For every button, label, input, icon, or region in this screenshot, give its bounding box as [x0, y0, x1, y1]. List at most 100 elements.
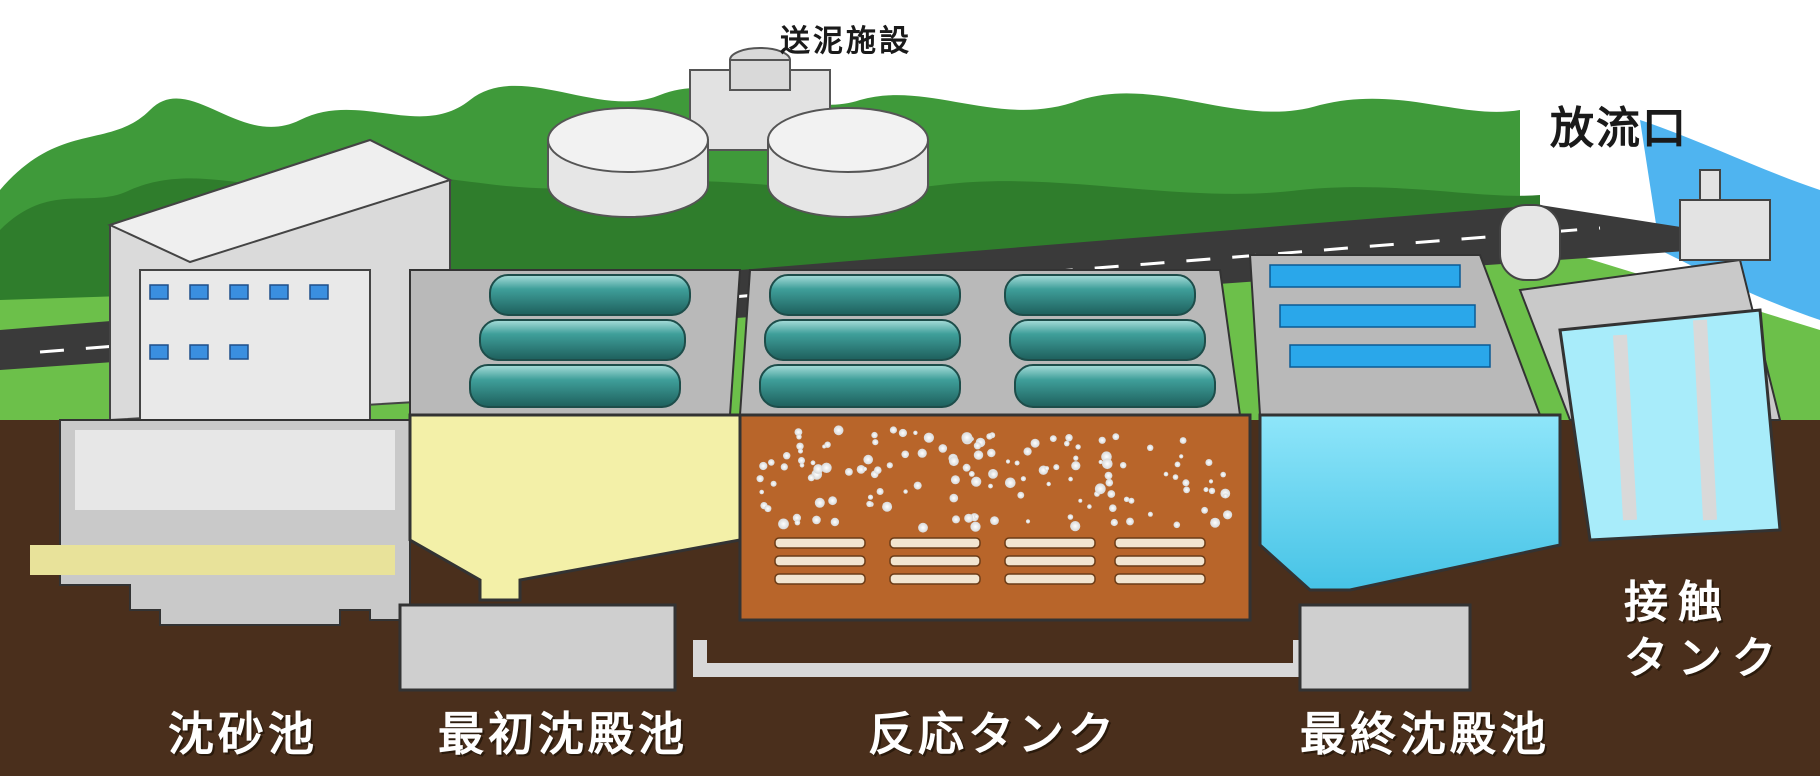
- label-sludge-facility: 送泥施設: [780, 24, 912, 59]
- aeration-bubble: [973, 450, 984, 460]
- aeration-bubble: [1182, 479, 1190, 487]
- aeration-bubble: [1107, 490, 1116, 498]
- aeration-bubble: [949, 456, 959, 467]
- aeration-bubble: [1098, 459, 1103, 465]
- aeration-bubble: [821, 462, 832, 473]
- aeration-bubble: [1104, 471, 1113, 480]
- aeration-bubble: [1098, 436, 1106, 444]
- aeration-bubble: [1053, 464, 1060, 471]
- aeration-bubble: [871, 431, 878, 439]
- aeration-bubble: [872, 439, 879, 446]
- aeration-bubble: [882, 501, 893, 512]
- aeration-bubble: [796, 434, 802, 440]
- aeration-bubble: [813, 464, 824, 474]
- aeration-bubble: [913, 481, 922, 490]
- aeration-bubble: [1174, 461, 1181, 468]
- aeration-bubble: [792, 513, 802, 523]
- reaction-tank: [693, 269, 1307, 677]
- aeration-bubble: [856, 465, 866, 474]
- aeration-bubble: [1126, 517, 1134, 526]
- diffusers: [774, 537, 1206, 585]
- aeration-bubble: [990, 516, 999, 525]
- aeration-bubble: [950, 475, 960, 485]
- aeration-bubble: [1109, 504, 1117, 512]
- aeration-bubble: [989, 470, 998, 479]
- aeration-bubble: [1208, 479, 1214, 484]
- final-settling-tank: [1248, 254, 1562, 692]
- aeration-bubble: [1220, 471, 1226, 478]
- aeration-bubble: [1173, 521, 1181, 529]
- aeration-bubble: [794, 519, 801, 526]
- aeration-bubble: [863, 454, 873, 465]
- aeration-bubble: [798, 457, 805, 464]
- aeration-bubble: [1105, 478, 1114, 487]
- aeration-bubble: [1065, 434, 1073, 442]
- aeration-bubble: [988, 483, 993, 489]
- aeration-bubble: [1067, 514, 1074, 520]
- aeration-bubble: [889, 426, 898, 434]
- aeration-bubble: [1023, 447, 1032, 456]
- aeration-bubble: [1147, 444, 1154, 451]
- aeration-bubble: [901, 450, 909, 459]
- contact-tank: [1518, 258, 1782, 542]
- aeration-bubble: [798, 448, 803, 454]
- aeration-bubble: [1070, 521, 1081, 532]
- aeration-bubble: [807, 474, 815, 482]
- aeration-bubble: [886, 462, 893, 469]
- aeration-bubble: [1005, 459, 1011, 464]
- aeration-bubble: [778, 518, 789, 530]
- aeration-bubble: [1179, 437, 1187, 444]
- aeration-bubble: [1147, 511, 1153, 517]
- sludge-facility: [547, 47, 929, 218]
- aeration-bubble: [1087, 504, 1092, 509]
- label-outlet: 放流口: [1550, 103, 1688, 154]
- aeration-bubble: [917, 448, 927, 458]
- aeration-bubble: [1017, 491, 1025, 499]
- aeration-bubble: [1025, 519, 1031, 524]
- aeration-bubble: [1014, 460, 1020, 466]
- aeration-bubble: [830, 517, 840, 527]
- aeration-bubble: [913, 430, 918, 435]
- aeration-bubble: [968, 471, 975, 477]
- aeration-bubble: [799, 463, 805, 468]
- aeration-bubble: [833, 425, 844, 436]
- aeration-bubble: [1110, 518, 1118, 527]
- aeration-bubble: [1094, 483, 1106, 495]
- aeration-bubble: [961, 432, 973, 443]
- aeration-bubble: [867, 494, 874, 500]
- aeration-bubble: [876, 488, 884, 495]
- aeration-bubble: [962, 463, 971, 472]
- aeration-bubble: [783, 452, 791, 460]
- aeration-bubble: [862, 466, 868, 472]
- aeration-bubble: [1068, 476, 1073, 482]
- label-contact-line1: 接触: [1624, 577, 1732, 628]
- aeration-bubble: [814, 497, 825, 508]
- aeration-bubble: [780, 463, 788, 471]
- aeration-bubble: [971, 476, 982, 487]
- aeration-bubble: [812, 515, 821, 525]
- aeration-bubble: [764, 505, 772, 513]
- aeration-bubble: [770, 480, 777, 487]
- aeration-bubble: [1030, 438, 1040, 448]
- label-final-settling: 最終沈殿池: [1300, 707, 1550, 761]
- aeration-bubble: [1102, 458, 1113, 470]
- primary-settling-tank: [398, 269, 742, 692]
- aeration-bubble: [1172, 474, 1179, 480]
- aeration-bubble: [756, 475, 764, 483]
- aeration-bubble: [918, 522, 928, 533]
- label-grit-chamber: 沈砂池: [168, 707, 318, 761]
- aeration-bubble: [1205, 459, 1213, 466]
- aeration-bubble: [1064, 440, 1070, 447]
- label-primary-settling: 最初沈殿池: [438, 707, 688, 761]
- aeration-bubble: [1073, 455, 1079, 461]
- aeration-bubbles: [756, 425, 1233, 533]
- aeration-bubble: [964, 513, 974, 523]
- grit-chamber-building: [30, 138, 453, 626]
- aeration-bubble: [974, 514, 979, 519]
- aeration-bubble: [866, 500, 873, 508]
- aeration-bubble: [949, 493, 959, 503]
- label-contact-line2: タンク: [1624, 633, 1786, 684]
- aeration-bubble: [1046, 481, 1051, 487]
